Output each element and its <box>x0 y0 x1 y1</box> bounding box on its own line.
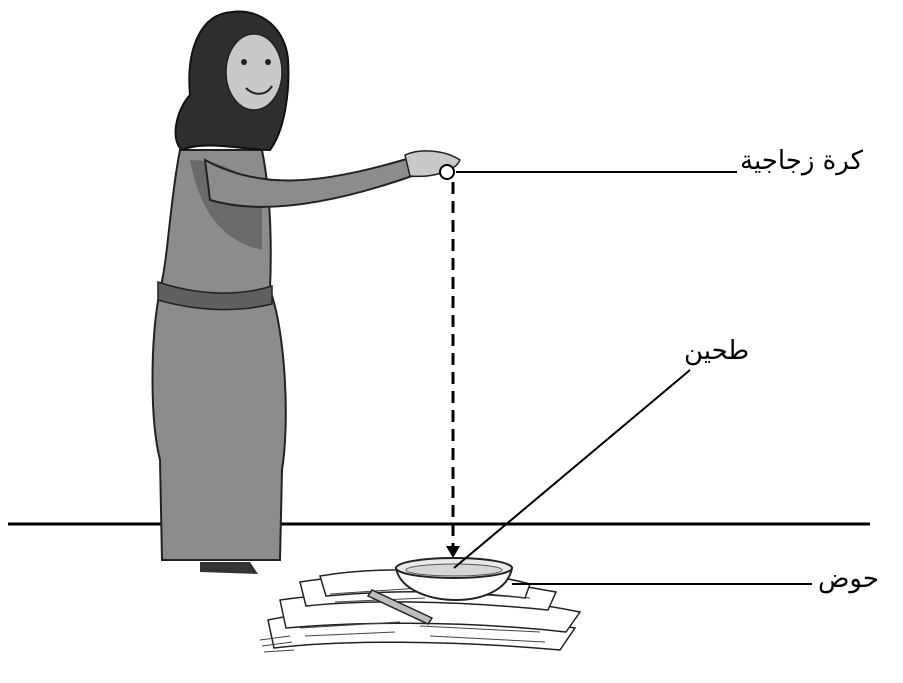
flour-label: طحين <box>684 336 749 366</box>
face <box>226 34 282 110</box>
glass-ball <box>440 165 454 179</box>
flour-leader <box>454 370 690 568</box>
glass-ball-label: كرة زجاجية <box>740 146 863 176</box>
basin-label: حوض <box>818 564 879 594</box>
eye-left <box>241 59 247 65</box>
eye-right <box>265 59 271 65</box>
woman-figure <box>153 12 461 574</box>
fall-arrowhead <box>446 546 460 558</box>
flour-surface <box>406 564 502 576</box>
feet <box>200 562 258 574</box>
